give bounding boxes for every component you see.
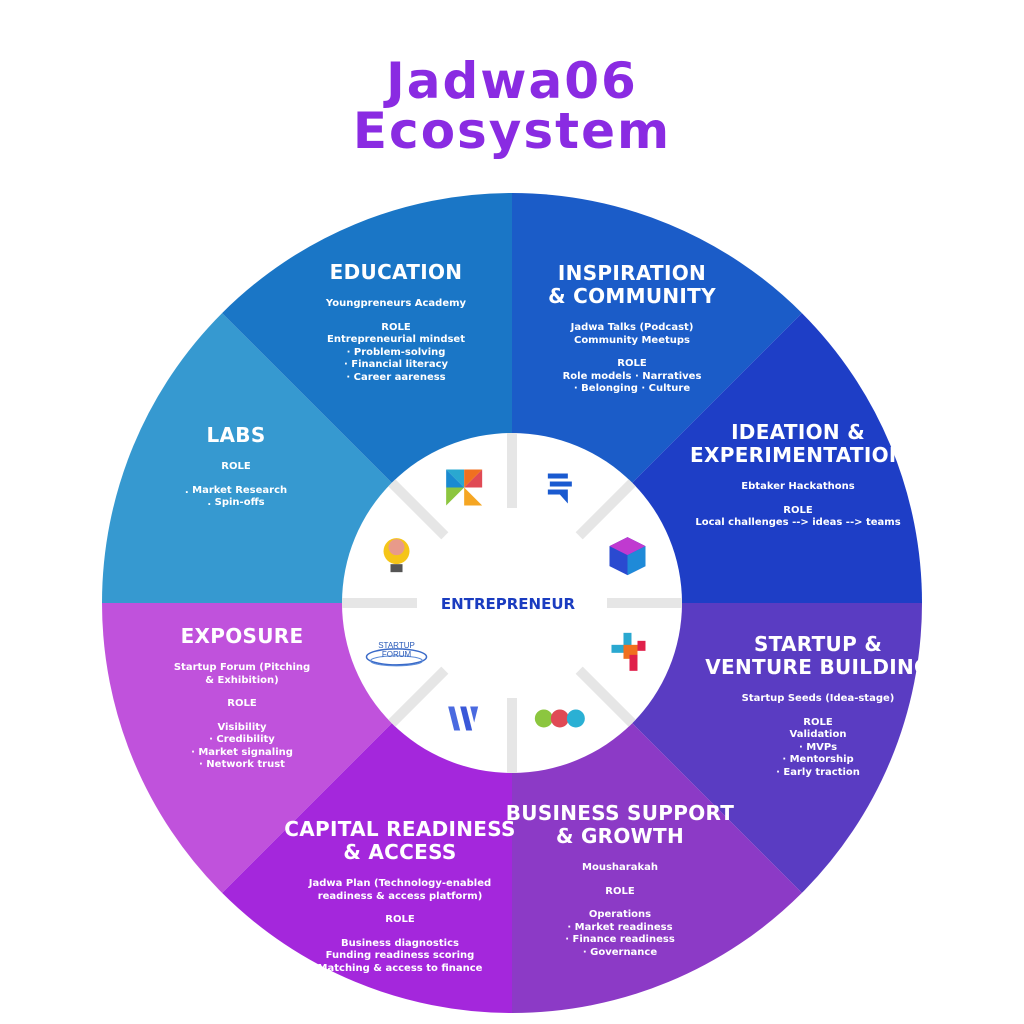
sector-title-line: LABS	[206, 423, 266, 447]
inner-divider	[575, 479, 636, 540]
role-item: · Network trust	[199, 759, 285, 770]
sector-title-line: EDUCATION	[329, 260, 463, 284]
program-name: readiness & access platform)	[317, 890, 483, 902]
role-item: · Credibility	[209, 734, 275, 745]
sector-title-line: EXPERIMENTATION	[690, 443, 906, 467]
sector-title: EDUCATION	[326, 261, 466, 284]
sector-title-line: BUSINESS SUPPORT	[505, 801, 735, 825]
role-item: · Market readiness	[567, 921, 673, 933]
role-item: Validation	[789, 729, 847, 740]
center-label: ENTREPRENEUR	[440, 595, 576, 613]
role-item: Entrepreneurial mindset	[327, 334, 465, 345]
sector-title-line: CAPITAL READINESS	[284, 817, 516, 841]
role-label: ROLE	[605, 885, 635, 897]
role-item: . Spin-offs	[207, 497, 265, 508]
role-label: ROLE	[617, 358, 647, 369]
sector-title-line: & GROWTH	[555, 824, 685, 848]
role-item: Operations	[588, 909, 652, 920]
role-item: · Early traction	[776, 766, 860, 778]
page-title-line2: Ecosystem	[352, 102, 672, 160]
sector-title: INSPIRATION& COMMUNITY	[548, 262, 716, 308]
mousharakah-hexagons-icon	[534, 709, 585, 728]
sector-text-startup: STARTUP &VENTURE BUILDING Startup Seeds (…	[705, 633, 930, 779]
role-item: · Career aareness	[346, 371, 446, 383]
startup-seeds-logo-icon	[611, 632, 646, 671]
program-name: & Exhibition)	[205, 674, 279, 686]
sector-text-inspiration: INSPIRATION& COMMUNITY Jadwa Talks (Podca…	[548, 262, 716, 396]
role-item: · Problem-solving	[346, 346, 446, 358]
inner-divider	[575, 666, 636, 727]
program-name: Startup Seeds (Idea-stage)	[741, 693, 895, 704]
role-item: Local challenges --> ideas --> teams	[695, 517, 901, 528]
role-item: · MVPs	[798, 741, 838, 753]
role-label: ROLE	[783, 504, 813, 516]
sector-text-ideation: IDEATION &EXPERIMENTATION Ebtaker Hackath…	[690, 421, 906, 530]
role-label: ROLE	[381, 321, 411, 333]
program-name: Jadwa Plan (Technology-enabled	[308, 878, 492, 889]
pinwheel-icon	[446, 469, 483, 506]
role-label: ROLE	[221, 461, 251, 472]
sector-title-line: & ACCESS	[343, 840, 457, 864]
sector-title-line: EXPOSURE	[180, 624, 304, 648]
role-item: · Finance readiness	[565, 934, 675, 945]
sector-text-labs: LABS ROLE . Market Research. Spin-offs	[185, 424, 287, 510]
jadwa-plan-logo-icon	[448, 706, 479, 731]
role-item: Visibility	[217, 721, 267, 733]
sector-title-line: INSPIRATION	[557, 261, 707, 285]
program-name: Jadwa Talks (Podcast)	[570, 322, 694, 333]
svg-text:FORUM: FORUM	[382, 650, 412, 659]
inner-divider	[388, 479, 449, 540]
sector-title-line: STARTUP &	[753, 632, 883, 656]
svg-text:STARTUP: STARTUP	[378, 641, 415, 650]
sector-text-exposure: EXPOSURE Startup Forum (Pitching& Exhibit…	[174, 625, 310, 772]
program-name: Youngpreneurs Academy	[325, 298, 467, 309]
sector-title-line: IDEATION &	[731, 420, 865, 444]
role-item: Matching & access to finance	[317, 962, 483, 974]
program-name: Mousharakah	[582, 862, 658, 873]
inner-divider	[388, 666, 449, 727]
sector-title: BUSINESS SUPPORT& GROWTH	[506, 802, 735, 848]
role-item: · Governance	[582, 946, 658, 958]
page-title-line1: Jadwa06	[386, 52, 638, 110]
role-item: · Financial literacy	[343, 359, 449, 370]
role-label: ROLE	[803, 716, 833, 728]
program-name: Community Meetups	[573, 334, 691, 346]
sector-title: LABS	[185, 424, 287, 447]
sector-title-line: VENTURE BUILDING	[705, 655, 931, 679]
role-item: Business diagnostics	[341, 937, 459, 949]
sector-title: EXPOSURE	[174, 625, 310, 648]
lightbulb-brain-icon	[383, 538, 410, 573]
sector-title: STARTUP &VENTURE BUILDING	[705, 633, 930, 679]
jadwa-talks-logo-icon	[547, 473, 572, 504]
role-item: Funding readiness scoring	[325, 950, 475, 961]
sector-text-capital: CAPITAL READINESS& ACCESS Jadwa Plan (Tec…	[284, 818, 516, 975]
sector-title: CAPITAL READINESS& ACCESS	[284, 818, 516, 864]
sector-title-line: & COMMUNITY	[548, 284, 716, 308]
role-item: · Market signaling	[191, 746, 293, 758]
puzzle-cube-icon	[609, 537, 646, 576]
program-name: Startup Forum (Pitching	[173, 662, 311, 673]
program-name: Ebtaker Hackathons	[741, 481, 855, 492]
role-item: . Market Research	[184, 484, 288, 496]
role-item: Role models · Narratives	[562, 370, 702, 382]
sector-title: IDEATION &EXPERIMENTATION	[690, 421, 906, 467]
role-label: ROLE	[227, 698, 257, 709]
role-item: · Belonging · Culture	[573, 383, 691, 394]
role-label: ROLE	[385, 914, 415, 925]
role-item: · Mentorship	[782, 754, 854, 765]
